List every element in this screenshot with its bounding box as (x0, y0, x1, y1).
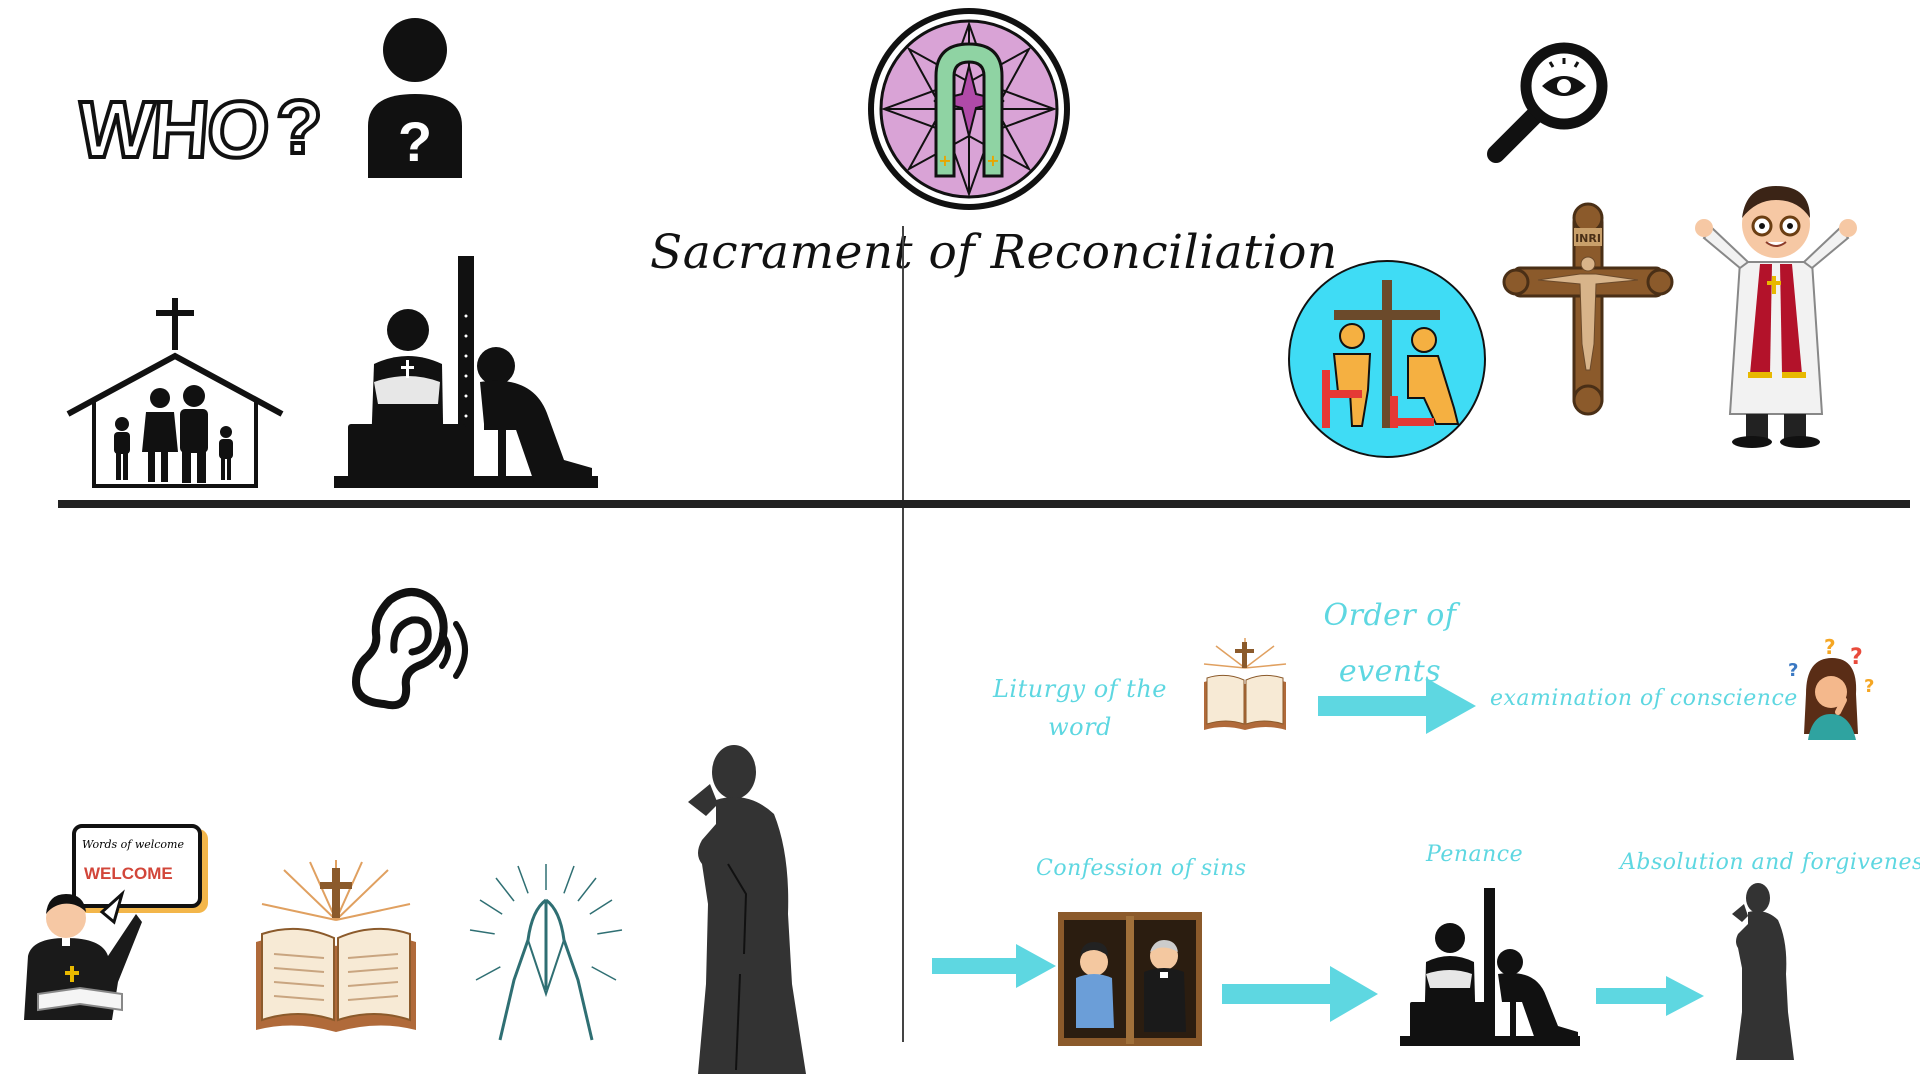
svg-text:+: + (986, 151, 999, 170)
svg-text:?: ? (1788, 660, 1798, 681)
horizontal-divider (58, 500, 1910, 508)
praying-hands-icon (469, 864, 623, 1041)
welcome-speech-bubble: Words of welcome WELCOME (72, 824, 202, 908)
who-question-mark: ? (274, 83, 324, 172)
svg-text:?: ? (1824, 635, 1836, 659)
welcome-sign-text: WELCOME (84, 864, 173, 883)
confession-circle-icon (1288, 260, 1486, 458)
liturgy-label: Liturgy of the word (990, 670, 1170, 746)
crucifix-icon: INRI (1502, 202, 1674, 416)
vertical-divider (902, 226, 904, 1042)
church-family-icon (66, 298, 284, 488)
confession-silhouette-icon (334, 256, 598, 488)
arrow-icon (1596, 976, 1704, 1016)
absolution-label: Absolution and forgiveness (1620, 850, 1920, 875)
penance-label: Penance (1426, 842, 1524, 867)
svg-text:?: ? (1864, 676, 1874, 697)
confessional-booth-icon (1058, 912, 1202, 1046)
priest-cartoon-icon (1695, 186, 1857, 448)
inri-label: INRI (1575, 232, 1601, 245)
arrow-icon (1222, 966, 1378, 1022)
liturgy-line2: word (1048, 713, 1112, 741)
priest-praying-silhouette-icon (688, 745, 806, 1074)
arrow-icon (1318, 678, 1476, 734)
stole-rose-window-icon: + + (868, 8, 1070, 210)
bible-icon (256, 860, 416, 1032)
person-question-icon: ? (368, 18, 462, 178)
who-heading: WHO (73, 83, 273, 176)
liturgy-line1: Liturgy of the (992, 675, 1167, 703)
priest-welcome-icon (24, 889, 142, 1020)
arrow-icon (932, 944, 1056, 988)
order-heading: Order of events (1320, 588, 1460, 700)
magnifier-eye-icon (1487, 42, 1608, 163)
svg-text:?: ? (398, 110, 432, 173)
order-heading-line1: Order of (1323, 598, 1457, 633)
welcome-words-text: Words of welcome (82, 838, 184, 851)
priest-praying-small-icon (1732, 883, 1794, 1060)
small-bible-icon (1203, 638, 1287, 730)
order-heading-line2: events (1338, 654, 1442, 689)
svg-text:?: ? (1850, 645, 1863, 670)
ear-icon (351, 588, 468, 710)
penance-silhouette-icon (1400, 888, 1580, 1046)
confession-label: Confession of sins (1036, 856, 1247, 881)
examination-label: examination of conscience (1490, 686, 1798, 711)
page-title: Sacrament of Reconciliation (650, 225, 1338, 280)
svg-text:+: + (938, 151, 951, 170)
thinking-woman-icon: ? ? ? ? (1788, 635, 1874, 740)
